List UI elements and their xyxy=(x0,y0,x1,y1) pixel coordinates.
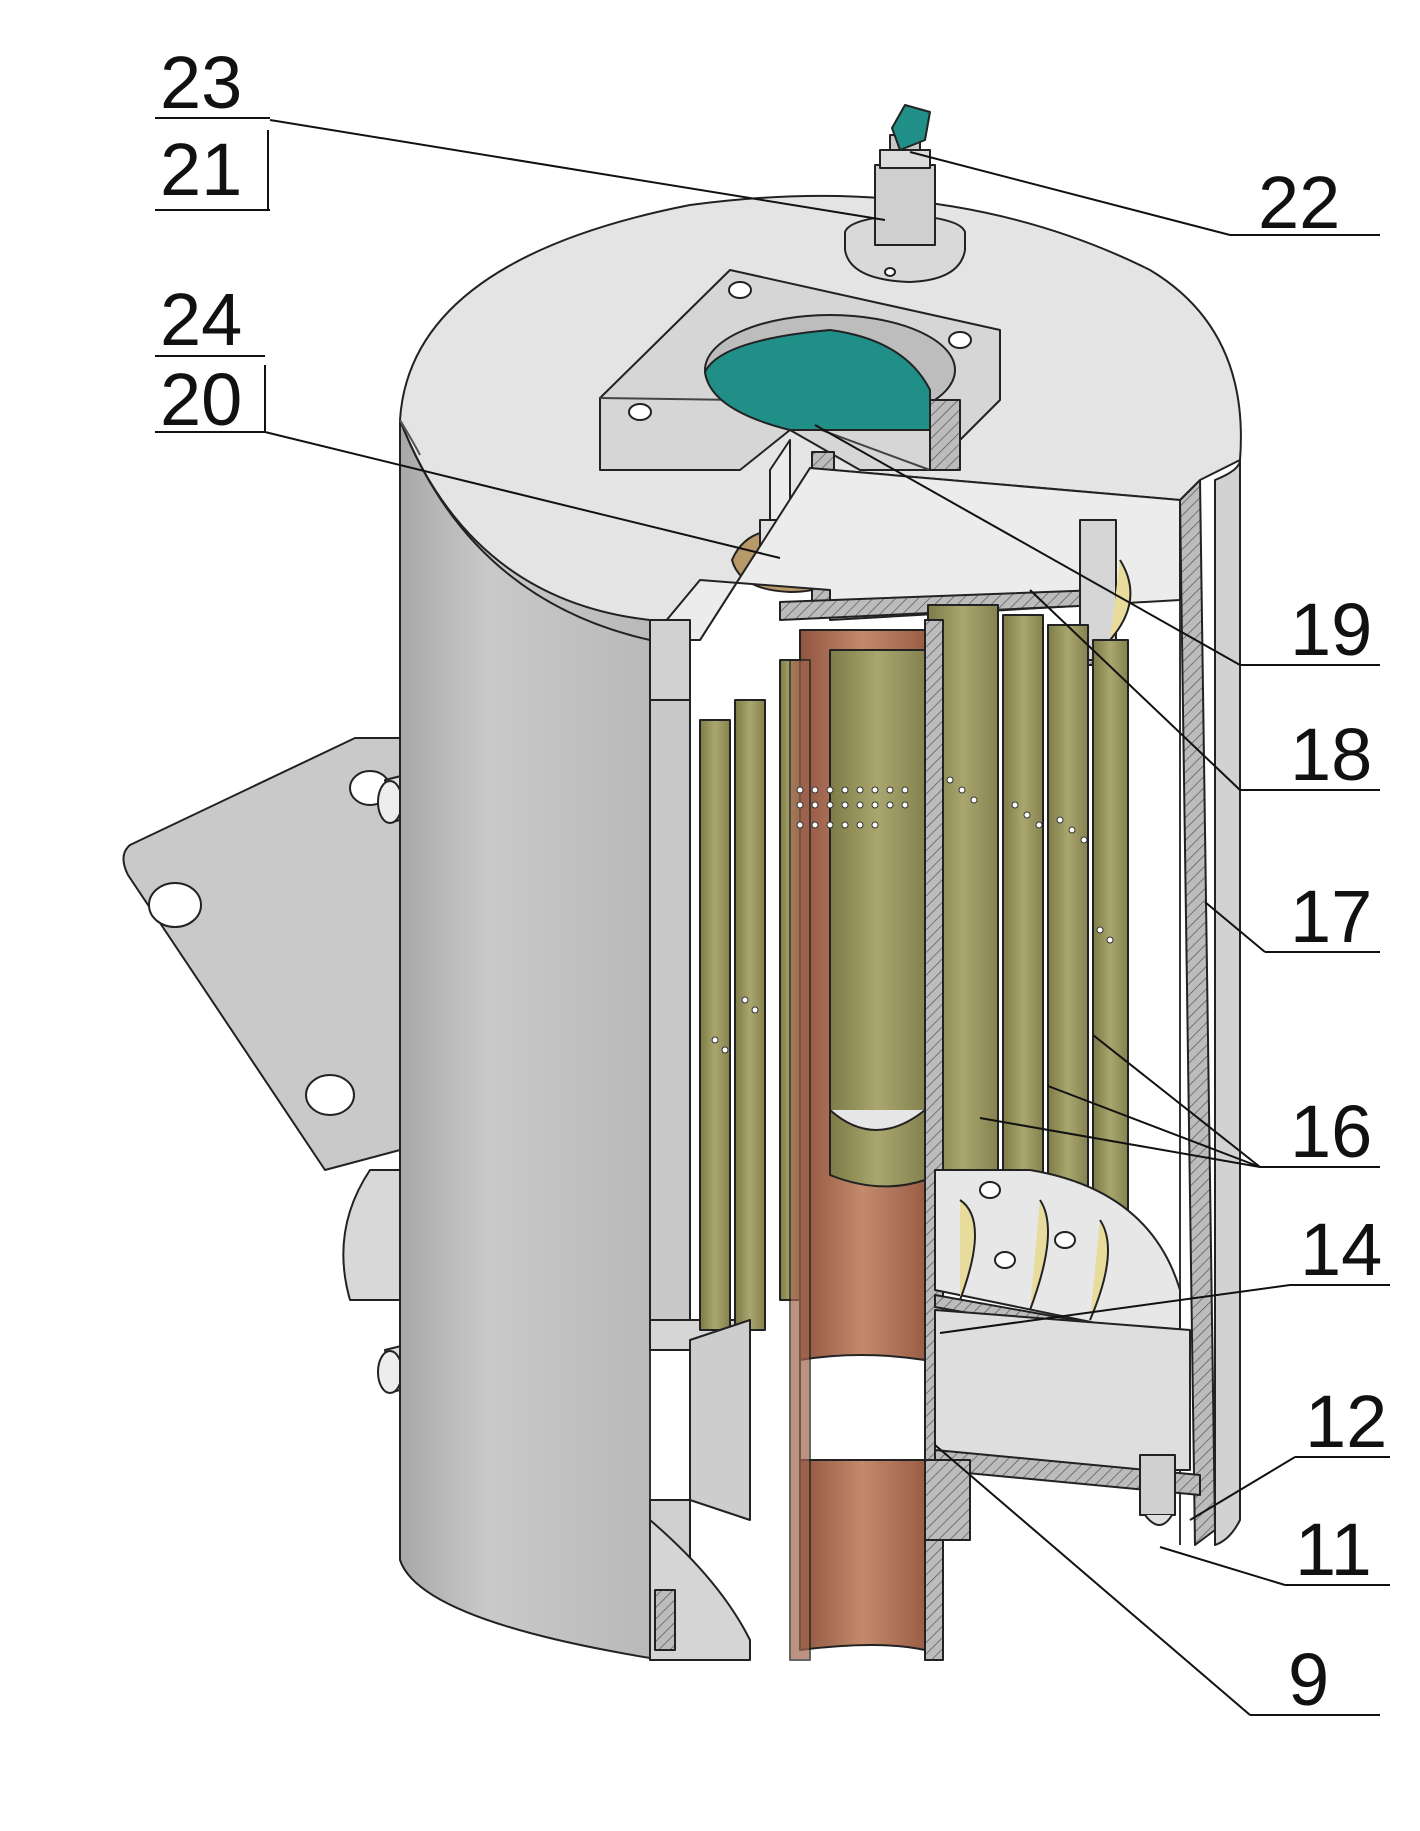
callout-labels: 23 21 22 24 20 19 18 17 16 14 12 11 9 xyxy=(160,41,1387,1721)
top-valve xyxy=(844,104,966,283)
callout-17: 17 xyxy=(1290,875,1372,958)
mounting-bracket xyxy=(122,737,433,1394)
callout-23: 23 xyxy=(160,41,242,124)
callout-21: 21 xyxy=(160,128,242,211)
leader-9 xyxy=(934,1444,1251,1716)
leader-23-21 xyxy=(269,119,886,221)
filter-assembly-illustration xyxy=(122,104,1242,1661)
callout-12: 12 xyxy=(1305,1380,1387,1463)
callout-19: 19 xyxy=(1290,588,1372,671)
callout-22: 22 xyxy=(1258,161,1340,244)
leader-11 xyxy=(1159,1546,1286,1586)
leader-14 xyxy=(939,1284,1291,1334)
callout-11: 11 xyxy=(1295,1508,1372,1591)
leader-22 xyxy=(909,151,1231,236)
leader-19 xyxy=(814,424,1241,666)
leader-24-20 xyxy=(264,431,781,559)
outer-shell xyxy=(399,419,1241,1659)
leader-18 xyxy=(1029,589,1241,791)
callout-20: 20 xyxy=(160,358,242,441)
leader-16a xyxy=(979,1117,1261,1168)
bottom-housing xyxy=(649,1309,1201,1661)
leader-12 xyxy=(1189,1456,1296,1521)
inlet-flange xyxy=(599,269,1001,471)
callout-24: 24 xyxy=(160,278,242,361)
leader-16c xyxy=(1092,1034,1261,1168)
left-cut-wall xyxy=(649,619,751,1651)
leader-lines xyxy=(155,117,1390,1716)
leader-17 xyxy=(1204,901,1266,953)
callout-14: 14 xyxy=(1300,1208,1382,1291)
callout-18: 18 xyxy=(1290,713,1372,796)
leader-16b xyxy=(1047,1085,1261,1168)
callout-16: 16 xyxy=(1290,1090,1372,1173)
central-tube xyxy=(789,619,944,1661)
callout-9: 9 xyxy=(1288,1638,1329,1721)
